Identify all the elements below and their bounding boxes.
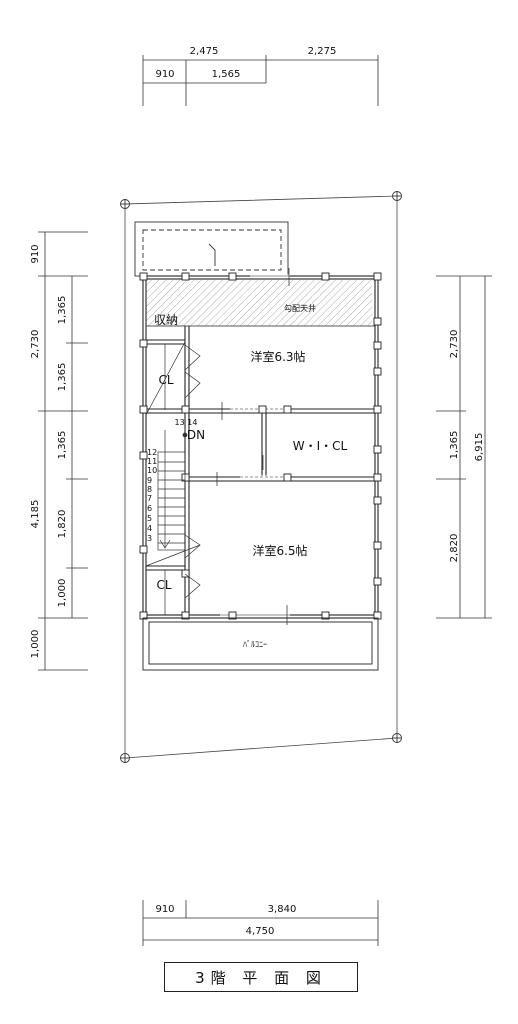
right-dim-inner: 2,730 <box>449 330 460 359</box>
balcony-outline <box>142 617 379 671</box>
closet-1-label: CL <box>158 373 173 387</box>
left-dim-outer: 1,000 <box>30 630 41 659</box>
storage-label: 収納 <box>154 313 178 327</box>
left-dimensions <box>38 231 88 671</box>
bottom-dim-total: 4,750 <box>246 926 275 937</box>
bottom-dimensions <box>142 900 379 946</box>
stair-step-numbers: 12 11 10 9 8 7 6 5 4 3 <box>147 448 157 543</box>
roof-projection <box>134 221 289 277</box>
drawing-title: 3階 平 面 図 <box>164 962 358 992</box>
stair-step: 5 <box>147 514 152 523</box>
western-room-1-label: 洋室6.3帖 <box>250 349 305 364</box>
left-dim-inner: 1,820 <box>57 510 68 539</box>
left-dim-inner: 1,000 <box>57 579 68 608</box>
stair-step: 10 <box>147 466 157 475</box>
left-dim-outer: 4,185 <box>30 500 41 529</box>
stair-top-label: 13 14 <box>175 418 198 427</box>
top-dim-lower-b: 1,565 <box>212 69 241 80</box>
left-dim-outer: 910 <box>30 244 41 263</box>
walk-in-closet-label: W・I・CL <box>293 439 348 453</box>
right-dim-inner: 1,365 <box>449 431 460 460</box>
stair-step: 6 <box>147 504 152 513</box>
top-dimensions <box>142 55 379 106</box>
bottom-dim-upper-b: 3,840 <box>268 904 297 915</box>
left-dim-outer: 2,730 <box>30 330 41 359</box>
bottom-dim-upper-a: 910 <box>155 904 174 915</box>
down-label: DN <box>187 428 205 442</box>
top-dim-upper-b: 2,275 <box>308 46 337 57</box>
closet-2-label: CL <box>156 578 171 592</box>
stair-step: 9 <box>147 476 152 485</box>
closet-door-swing <box>164 344 201 615</box>
stair-step: 7 <box>147 494 152 503</box>
right-dim-inner: 2,820 <box>449 534 460 563</box>
staircase <box>145 341 201 567</box>
sloped-ceiling-label: 勾配天井 <box>284 303 316 313</box>
western-room-2-label: 洋室6.5帖 <box>252 543 307 558</box>
left-dim-inner: 1,365 <box>57 363 68 392</box>
sloped-ceiling-area <box>146 280 372 326</box>
balcony-label: ﾊﾞﾙｺﾆｰ <box>243 640 267 649</box>
boundary-marker <box>120 191 402 763</box>
left-dim-inner: 1,365 <box>57 431 68 460</box>
left-dimension-labels: 910 2,730 4,185 1,000 1,365 1,365 1,365 … <box>30 244 68 658</box>
right-dimensions <box>436 275 492 619</box>
right-dimension-labels: 2,730 1,365 2,820 6,915 <box>449 330 485 563</box>
right-dim-total: 6,915 <box>474 433 485 462</box>
stair-step: 4 <box>147 524 152 533</box>
stair-step: 11 <box>147 457 157 466</box>
stair-step: 12 <box>147 448 157 457</box>
top-dim-lower-a: 910 <box>155 69 174 80</box>
top-dim-upper-a: 2,475 <box>190 46 219 57</box>
stair-step: 8 <box>147 485 152 494</box>
columns <box>139 272 382 620</box>
stair-step: 3 <box>147 534 152 543</box>
left-dim-inner: 1,365 <box>57 296 68 325</box>
